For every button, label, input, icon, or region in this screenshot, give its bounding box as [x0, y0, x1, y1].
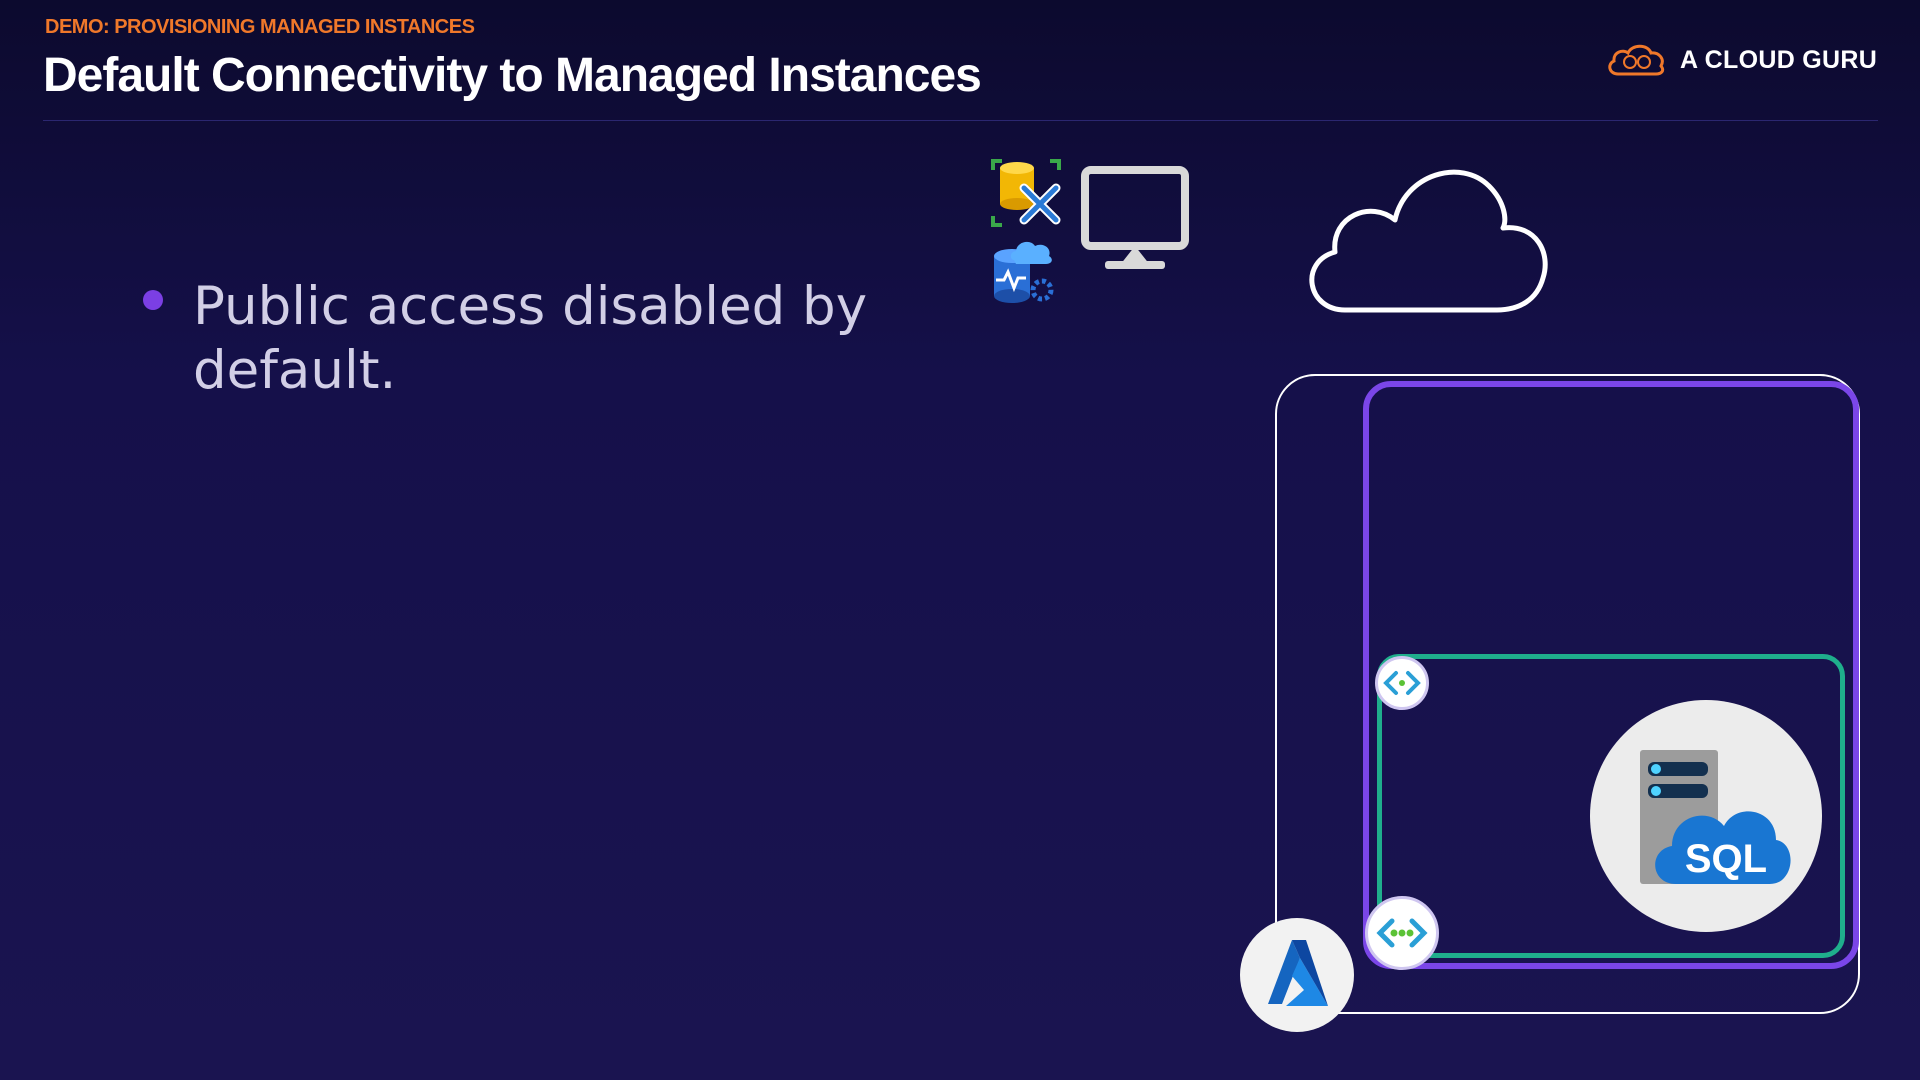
sql-server-icon: SQL [1640, 750, 1791, 884]
azure-logo-badge [1240, 918, 1354, 1032]
brand-logo: A CLOUD GURU [1604, 38, 1877, 82]
resource-group-boundary [1275, 374, 1860, 1014]
virtual-network-boundary [1363, 381, 1859, 969]
cloud-logo-icon [1608, 44, 1665, 76]
sql-label: SQL [1685, 837, 1767, 881]
bullet-text: Public access disabled by default. [193, 276, 868, 401]
sql-managed-instance-badge: SQL [1590, 700, 1822, 932]
network-endpoint-icon [1365, 896, 1439, 970]
bullet-dot [143, 290, 163, 310]
monitor-icon [1081, 166, 1189, 269]
database-cloud-icon [994, 241, 1054, 303]
header-divider [43, 120, 1878, 121]
subnet-boundary [1377, 654, 1845, 958]
section-eyebrow: DEMO: PROVISIONING MANAGED INSTANCES [45, 16, 475, 38]
slide-title: Default Connectivity to Managed Instance… [43, 49, 982, 102]
database-tools-icon [991, 159, 1061, 227]
cloud-outline-icon [1309, 169, 1548, 313]
azure-logo-icon [1268, 940, 1328, 1006]
brand-name: A CLOUD GURU [1680, 45, 1878, 74]
private-endpoint-icon [1375, 656, 1429, 710]
